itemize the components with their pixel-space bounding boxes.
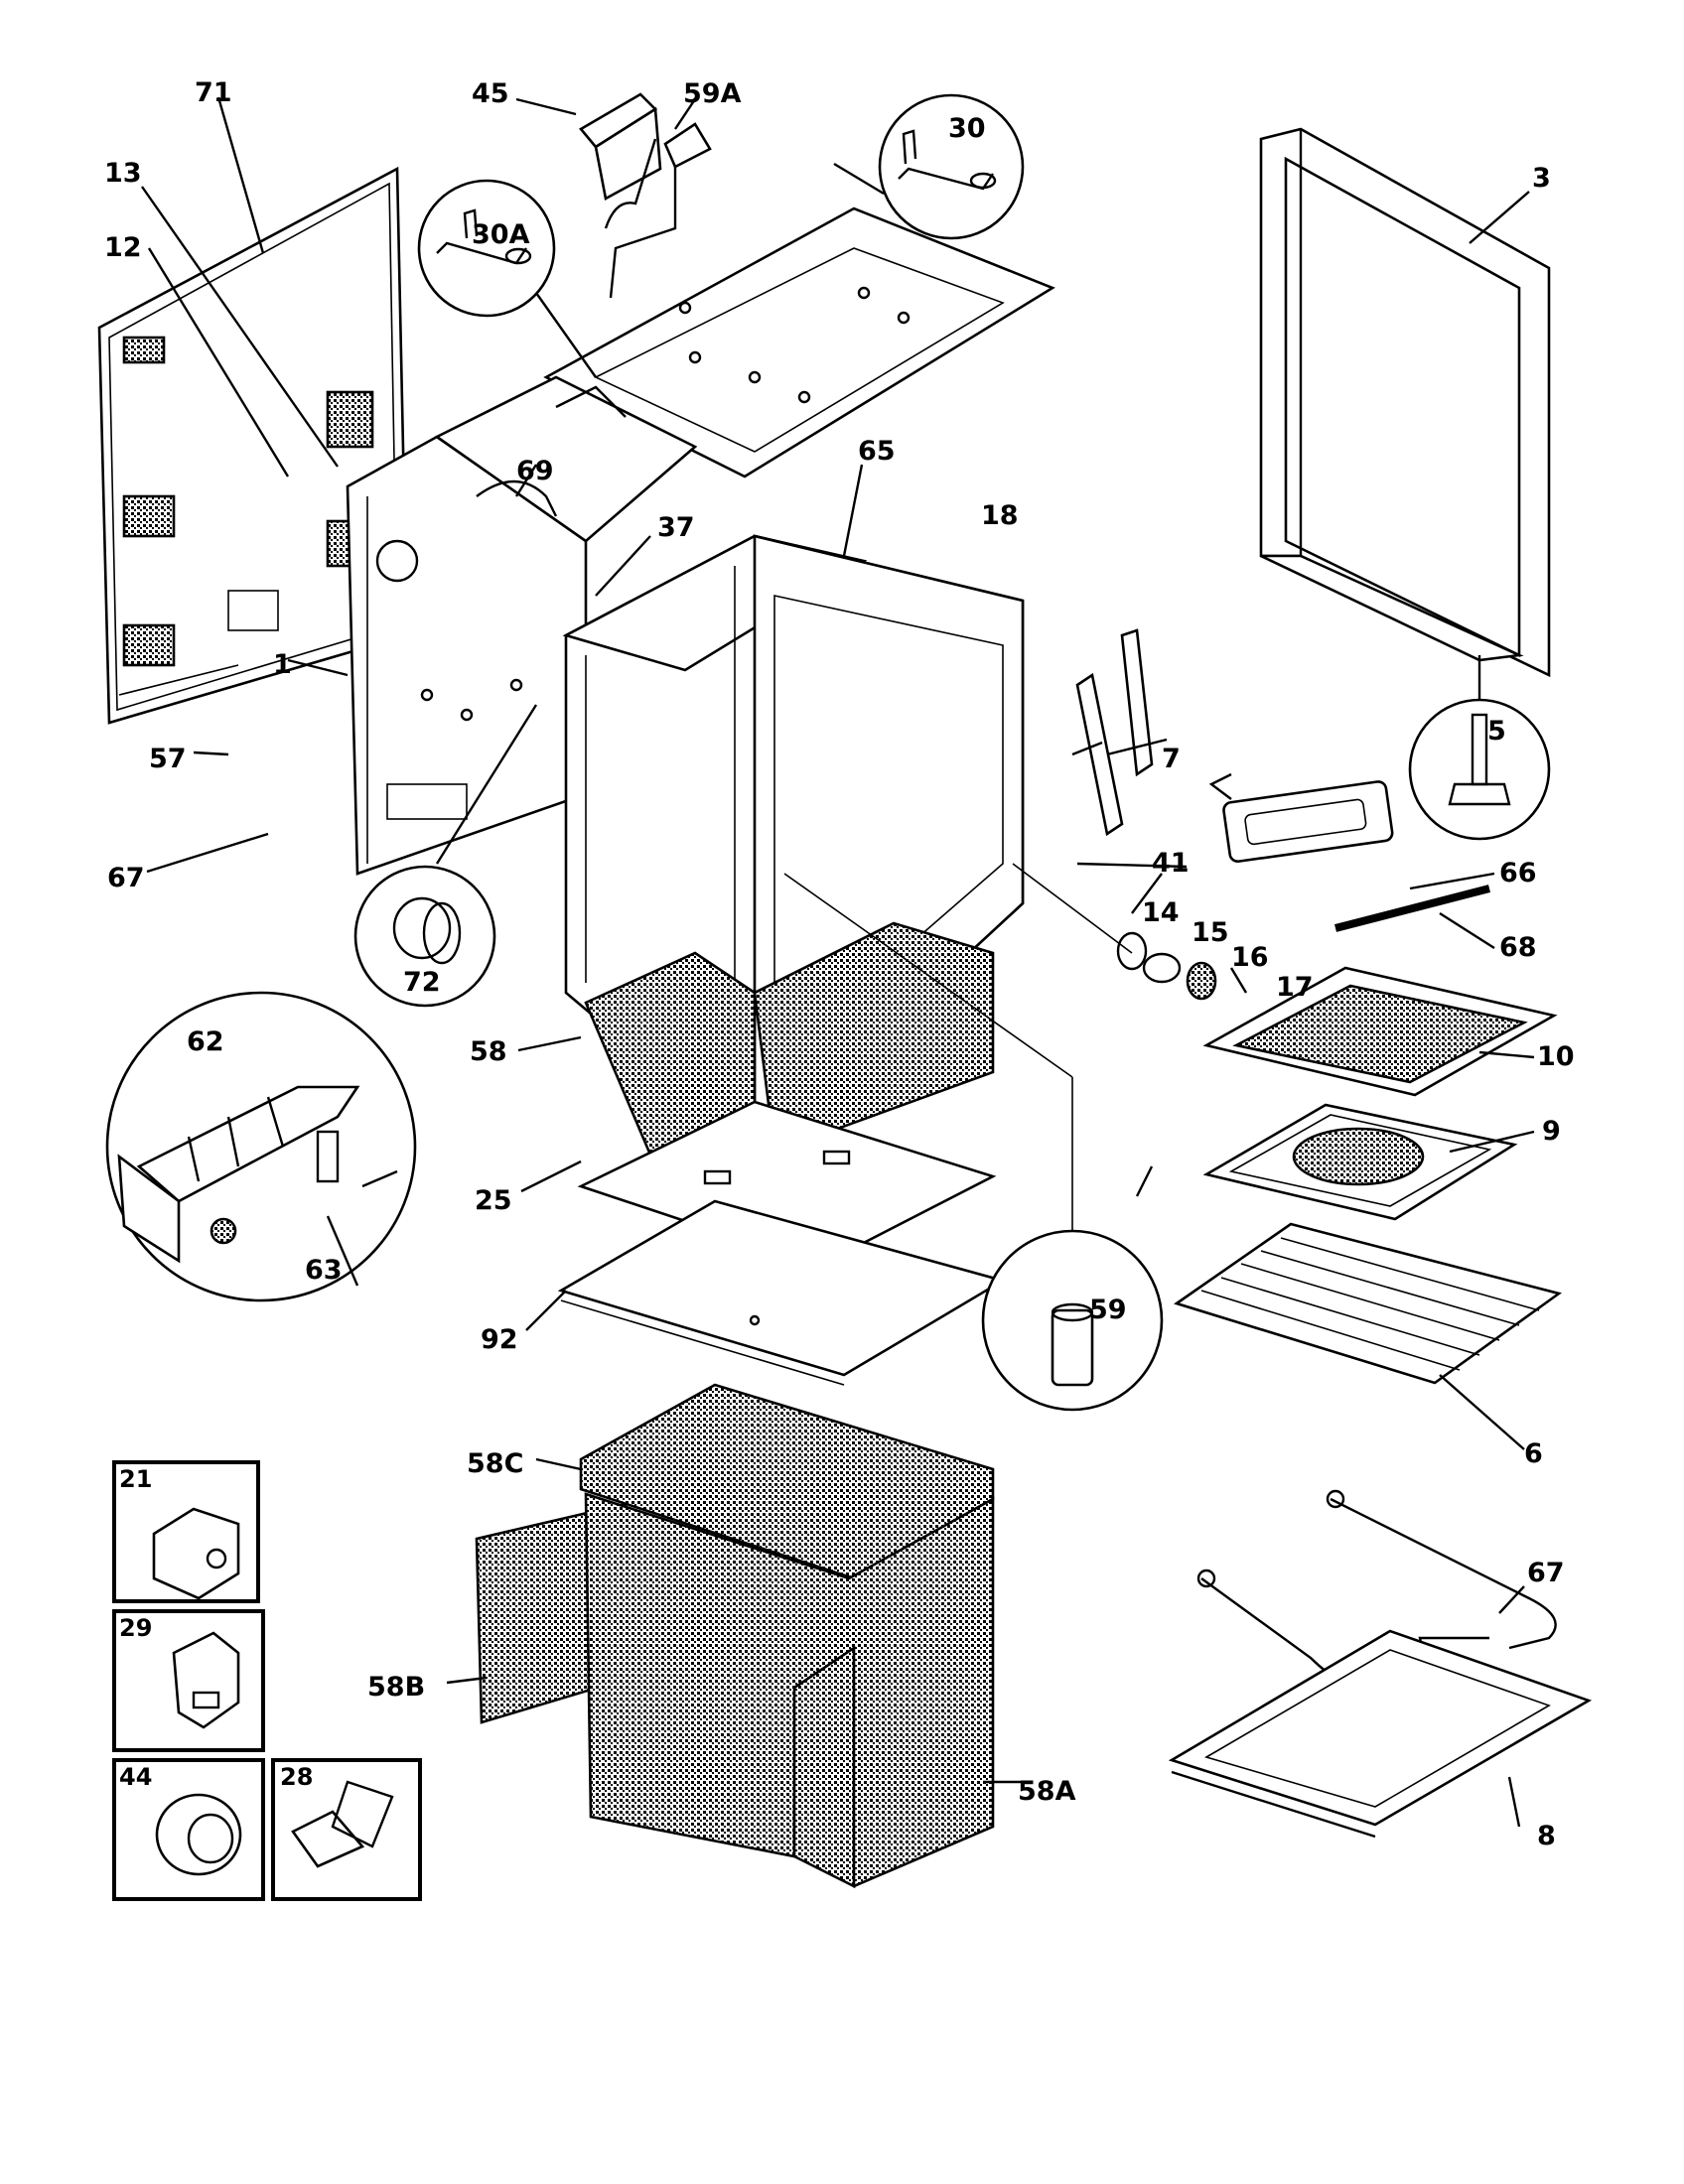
label-57: 57 <box>149 744 187 774</box>
label-59a-top: 59A <box>683 78 742 109</box>
label-69: 69 <box>516 456 554 486</box>
label-5: 5 <box>1487 716 1506 747</box>
oven-bottom-92-part <box>557 1199 1007 1386</box>
bracket-45-part <box>579 92 712 299</box>
label-45: 45 <box>472 78 509 109</box>
label-41: 41 <box>1152 848 1190 879</box>
detail-circle-5 <box>1408 655 1551 841</box>
label-25: 25 <box>475 1185 512 1216</box>
inset-box-29 <box>112 1609 265 1752</box>
leader-lines <box>141 96 1535 1828</box>
vent-slots <box>122 336 374 667</box>
label-65: 65 <box>858 436 896 467</box>
label-59: 59 <box>1089 1295 1127 1325</box>
label-58c: 58C <box>467 1448 523 1479</box>
detail-circle-30: 30 <box>833 93 1025 240</box>
label-58b: 58B <box>367 1672 425 1703</box>
label-29: 29 <box>119 1614 152 1642</box>
inset-box-44 <box>112 1758 265 1901</box>
label-9: 9 <box>1542 1116 1561 1147</box>
rack-10-part <box>1202 966 1558 1097</box>
label-67-left: 67 <box>107 863 145 893</box>
label-44: 44 <box>119 1763 152 1791</box>
detail-circle-72 <box>353 704 538 1008</box>
insulation-58-part <box>584 951 757 1168</box>
label-92: 92 <box>481 1324 518 1355</box>
door-3-part <box>1259 127 1551 678</box>
bake-element-8-part <box>1168 1629 1593 1839</box>
label-1: 1 <box>273 649 292 680</box>
label-28: 28 <box>280 1763 313 1791</box>
label-15: 15 <box>1192 917 1229 948</box>
label-62: 62 <box>187 1026 224 1057</box>
label-12: 12 <box>104 232 142 263</box>
detail-circle-62 <box>105 991 417 1302</box>
rod-68-part <box>1334 885 1490 932</box>
label-68: 68 <box>1499 932 1537 963</box>
label-16: 16 <box>1231 942 1269 973</box>
label-66: 66 <box>1499 858 1537 888</box>
rear-panel-part <box>97 166 409 725</box>
label-18: 18 <box>981 500 1019 531</box>
label-7: 7 <box>1162 744 1181 774</box>
label-8: 8 <box>1537 1821 1556 1851</box>
rack-6-part <box>1174 1222 1563 1385</box>
label-67-right: 67 <box>1527 1558 1565 1588</box>
knob-parts <box>1012 863 1248 1001</box>
inset-box-28 <box>271 1758 422 1901</box>
callout-labels: 71 13 12 45 59A 69 65 18 37 3 1 57 67 72… <box>104 77 1575 1851</box>
element-66-part <box>1208 772 1394 864</box>
label-10: 10 <box>1537 1041 1575 1072</box>
pan-9-part <box>1202 1103 1518 1221</box>
label-72: 72 <box>403 967 441 998</box>
label-58: 58 <box>470 1036 507 1067</box>
label-3: 3 <box>1532 163 1551 194</box>
side-panel-part <box>346 375 698 876</box>
label-6: 6 <box>1524 1438 1543 1469</box>
detail-circle-30A: 30A <box>417 179 597 378</box>
hinge-7-part <box>1075 628 1168 837</box>
label-17: 17 <box>1276 972 1314 1003</box>
label-13: 13 <box>104 158 142 189</box>
label-30a: 30A <box>472 219 530 250</box>
label-71: 71 <box>195 77 232 108</box>
label-30: 30 <box>948 113 986 144</box>
label-63: 63 <box>305 1255 343 1286</box>
inset-box-21 <box>112 1460 260 1603</box>
insulation-blanket-part <box>475 1383 995 1889</box>
label-37: 37 <box>657 512 695 543</box>
detail-circle-59 <box>783 873 1164 1412</box>
label-58a: 58A <box>1018 1776 1076 1807</box>
label-14: 14 <box>1142 897 1180 928</box>
label-21: 21 <box>119 1465 152 1493</box>
